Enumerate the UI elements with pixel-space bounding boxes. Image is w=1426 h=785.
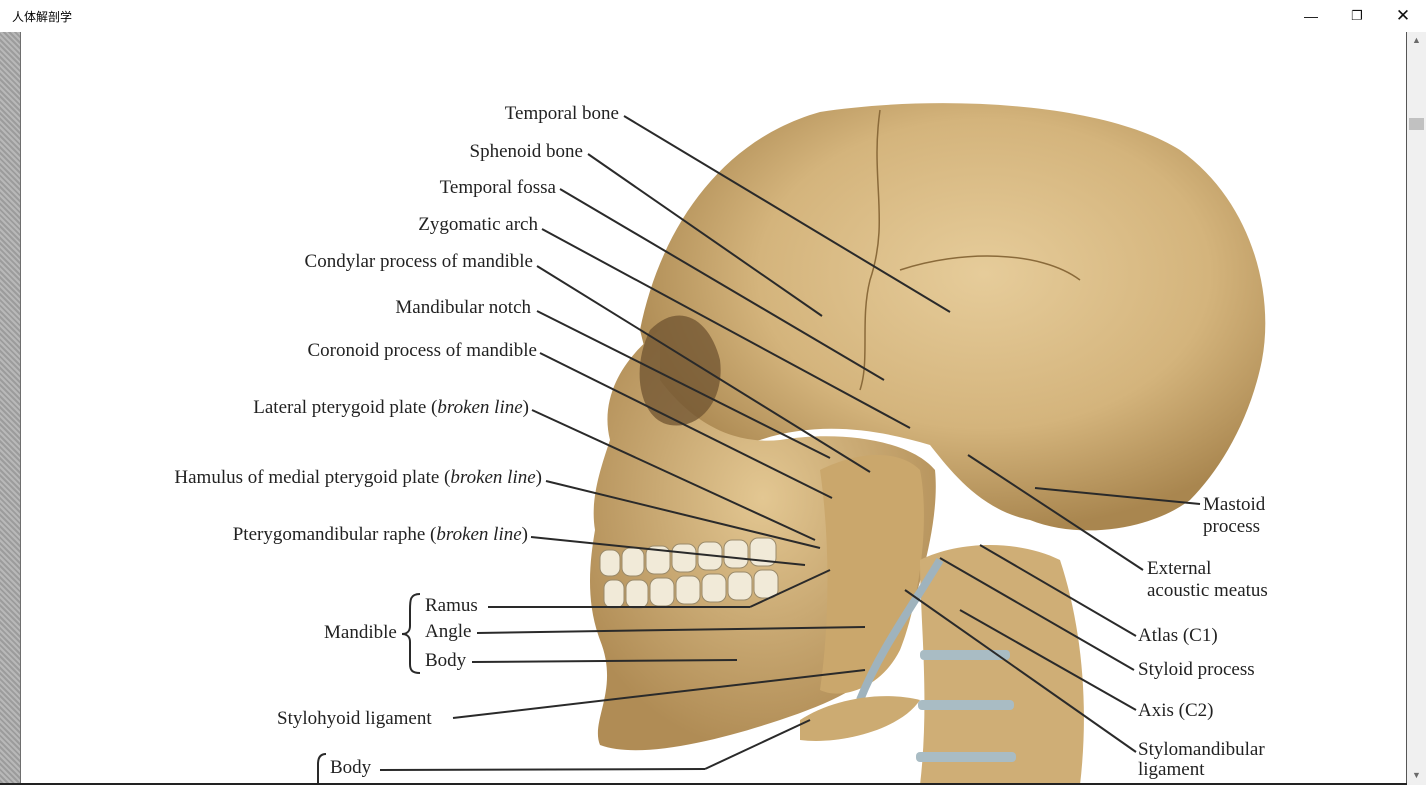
mandible-brace	[401, 593, 421, 674]
cervical-spine	[920, 545, 1084, 785]
label-styloid-process: Styloid process	[1138, 659, 1255, 680]
close-icon: ✕	[1395, 6, 1411, 25]
label-stylomandibular-ligament: Stylomandibular ligament	[1138, 739, 1265, 780]
label-stylohyoid-ligament: Stylohyoid ligament	[277, 708, 432, 729]
label-coronoid-process: Coronoid process of mandible	[307, 340, 537, 361]
label-body: Body	[425, 650, 467, 671]
minimize-icon: —	[1304, 8, 1318, 24]
label-hamulus: Hamulus of medial pterygoid plate (broke…	[174, 467, 542, 488]
stylohyoid-ligament	[856, 557, 944, 702]
label-condylar-process: Condylar process of mandible	[304, 251, 533, 272]
label-temporal-bone: Temporal bone	[504, 103, 619, 124]
label-angle: Angle	[425, 621, 472, 642]
hyoid-brace	[317, 753, 327, 785]
scroll-up-button[interactable]: ▲	[1407, 32, 1426, 48]
vertical-scrollbar[interactable]: ▲ ▼	[1407, 32, 1426, 785]
label-zygomatic-arch: Zygomatic arch	[418, 214, 538, 235]
label-pterygomandibular-raphe: Pterygomandibular raphe (broken line)	[232, 524, 528, 545]
label-ramus: Ramus	[425, 595, 478, 616]
left-panel-edge	[0, 32, 21, 785]
window-title: 人体解剖学	[12, 10, 73, 24]
minimize-button[interactable]: —	[1288, 0, 1334, 32]
label-sphenoid-bone: Sphenoid bone	[469, 141, 583, 162]
label-atlas: Atlas (C1)	[1138, 625, 1218, 646]
restore-button[interactable]: ❐	[1334, 0, 1380, 32]
label-temporal-fossa: Temporal fossa	[439, 177, 556, 198]
title-bar: 人体解剖学 — ❐ ✕	[0, 0, 1426, 32]
label-axis: Axis (C2)	[1138, 700, 1214, 721]
leader-lines	[379, 115, 1201, 771]
squamous-suture	[899, 255, 1081, 281]
scroll-thumb[interactable]	[1409, 118, 1424, 130]
close-button[interactable]: ✕	[1380, 0, 1426, 32]
scroll-down-button[interactable]: ▼	[1407, 767, 1426, 783]
label-lateral-pterygoid-plate: Lateral pterygoid plate (broken line)	[253, 397, 529, 418]
vertebral-discs	[916, 650, 1016, 762]
mandible-ramus	[820, 455, 924, 694]
cranium	[640, 103, 1266, 531]
restore-icon: ❐	[1351, 8, 1363, 23]
label-external-acoustic-meatus: External acoustic meatus	[1147, 558, 1268, 601]
label-mandible: Mandible	[324, 622, 397, 643]
chevron-up-icon: ▲	[1412, 35, 1421, 45]
label-hyoid-body: Body	[330, 757, 372, 778]
coronal-suture	[859, 109, 881, 391]
label-mastoid-process: Mastoid process	[1203, 494, 1266, 537]
hyoid-bone	[800, 696, 920, 741]
label-mandibular-notch: Mandibular notch	[395, 297, 531, 318]
chevron-down-icon: ▼	[1412, 770, 1421, 780]
bottom-border	[0, 783, 1407, 785]
